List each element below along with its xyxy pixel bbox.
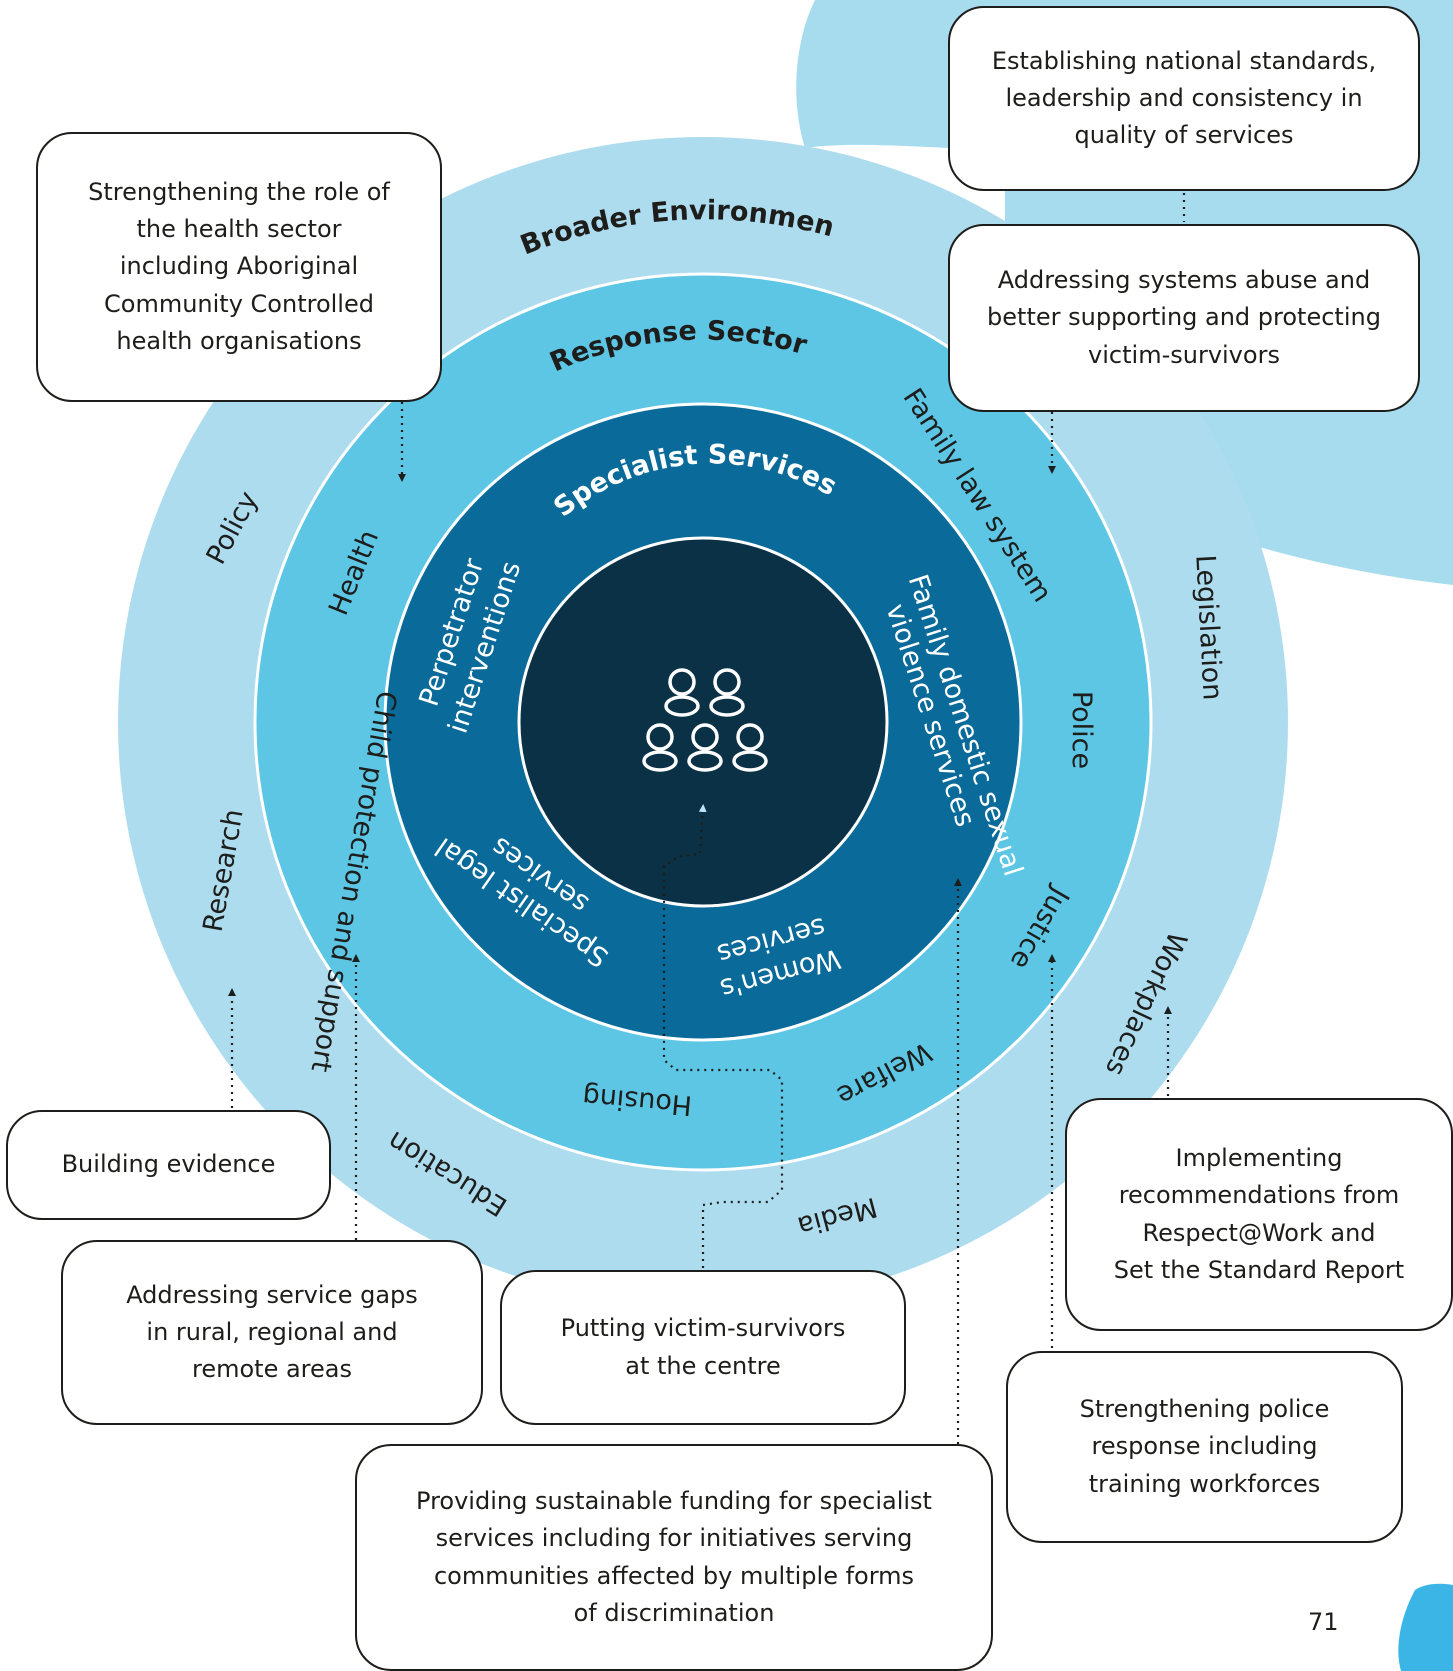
callout-national-standards: Establishing national standards, leaders… bbox=[948, 6, 1420, 191]
people-group-icon bbox=[642, 668, 768, 772]
callout-systems-abuse: Addressing systems abuse and better supp… bbox=[948, 224, 1420, 412]
callout-service-gaps: Addressing service gaps in rural, region… bbox=[61, 1240, 483, 1425]
callout-sustainable-funding: Providing sustainable funding for specia… bbox=[355, 1444, 993, 1671]
page-number: 71 bbox=[1308, 1608, 1339, 1636]
callout-respect-at-work: Implementing recommendations from Respec… bbox=[1065, 1098, 1453, 1331]
centre-circle bbox=[517, 536, 889, 908]
label-legislation: Legislation bbox=[1189, 554, 1228, 701]
label-police: Police bbox=[1066, 691, 1097, 769]
callout-victim-centre: Putting victim-survivors at the centre bbox=[500, 1270, 906, 1425]
corner-decoration bbox=[1398, 1583, 1453, 1671]
callout-building-evidence: Building evidence bbox=[6, 1110, 331, 1220]
callout-health-sector: Strengthening the role of the health sec… bbox=[36, 132, 442, 402]
callout-police-response: Strengthening police response including … bbox=[1006, 1351, 1403, 1543]
connectors bbox=[228, 193, 1186, 1444]
